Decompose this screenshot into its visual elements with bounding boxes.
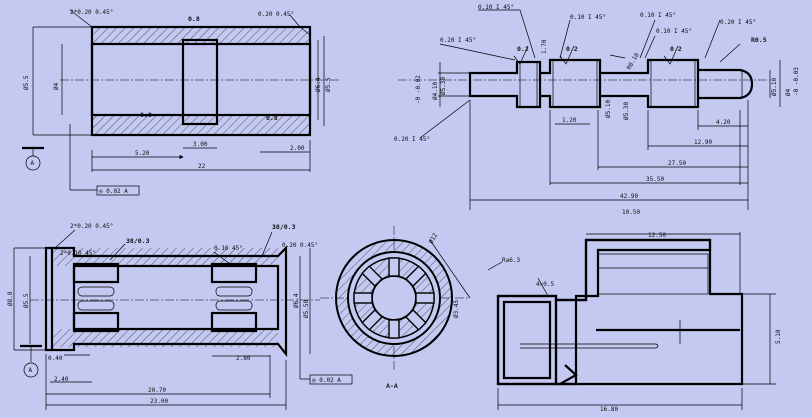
bushing-bore — [90, 42, 312, 117]
view-bottom-right-housing: Ra6.3 4×0.5 12.50 5.10 16.80 — [487, 232, 782, 413]
bl-roughness-2: 38/0.3 — [272, 223, 296, 231]
view-top-right-shaft: 0.10 I 45° 0.10 I 45° 0.10 I 45° 0.20 I … — [394, 4, 800, 216]
tolerance-frame-text: ◎ 0.02 A — [99, 188, 128, 195]
housing-dim-bottom: 16.80 — [600, 406, 618, 413]
len-b: 4.20 — [716, 119, 731, 126]
section-label: A-A — [386, 382, 398, 390]
chamfer-1: 0.10 I 45° — [478, 4, 514, 11]
tolerance-frame — [96, 185, 140, 196]
housing-note-2: 4×0.5 — [536, 281, 554, 288]
bl-dim-4: 23.00 — [150, 398, 168, 405]
sleeve-bore — [72, 264, 280, 331]
chamfer-2: 0.10 I 45° — [570, 14, 606, 21]
housing-outline — [496, 238, 744, 386]
tolerance-frame-2 — [309, 374, 353, 385]
len-e: 35.50 — [646, 176, 664, 183]
datum-label: A — [31, 160, 35, 167]
len-d: 27.50 — [668, 160, 686, 167]
bl-dim-3: 20.70 — [148, 387, 166, 394]
dim-dia-right-1: Ø6.4 — [315, 77, 322, 92]
section-slots — [353, 257, 435, 339]
len-partial: 10.50 — [622, 209, 640, 216]
chamfer-5: 0.10 I 45° — [656, 28, 692, 35]
roughness-right: 0.8 — [266, 114, 278, 122]
bl-label-b: 0.10 45° — [214, 245, 243, 252]
bl-dia-l2: Ø5.5 — [23, 293, 30, 308]
dia-a: Ø5.30 — [440, 77, 447, 95]
dim-dia-inner: Ø4 — [53, 82, 60, 90]
datum-circle — [25, 155, 41, 171]
len-c: 12.90 — [694, 139, 712, 146]
section-dia-2: Ø3.45 — [453, 300, 460, 318]
rough-2: 0.2 — [566, 45, 578, 53]
dim-len-2: 3.00 — [193, 141, 208, 148]
bl-chamfer-right: 0.20 0.45° — [282, 242, 318, 249]
dim-len-1: 5.20 — [135, 150, 150, 157]
dia-f: Ø5.10 — [771, 78, 778, 96]
dim-len-total: 22 — [198, 163, 206, 170]
chamfer-left-label: 2*0.20 0.45° — [70, 9, 113, 16]
tol-b: -0 -0.03 — [793, 67, 800, 96]
bl-roughness-1: 38/0.3 — [126, 237, 150, 245]
chamfer-right-label: 0.20 0.45° — [258, 11, 294, 18]
bl-dim-5: 0.40 — [48, 355, 63, 362]
datum-label-2: A — [29, 367, 33, 374]
bl-label-a: 2*0.10 45° — [60, 250, 96, 257]
tol-a: -0 -0.02 — [415, 75, 422, 104]
bl-dia-r1: Ø6.4 — [293, 293, 300, 308]
roughness-bottom: 0.8 — [140, 111, 152, 119]
housing-note: Ra6.3 — [502, 257, 520, 264]
dim-r: R0.10 — [626, 52, 641, 71]
bushing-groove — [181, 38, 219, 126]
datum-circle-2 — [23, 362, 39, 378]
chamfer-3: 0.10 I 45° — [640, 12, 676, 19]
rough-4: R0.5 — [751, 36, 767, 44]
len-a: 1.20 — [562, 117, 577, 124]
dia-b: Ø4.10 — [432, 82, 439, 100]
bl-dia-r3: Ø5.50 — [303, 300, 310, 318]
bl-dia-l1: Ø8.8 — [7, 291, 14, 306]
bl-dim-6: 2.80 — [236, 355, 251, 362]
dim-dia-right-2: Ø5.5 — [325, 77, 332, 92]
bl-dim-1: 2.40 — [54, 376, 69, 383]
view-bottom-left-sleeve: A ◎ 0.02 A 2*0.20 0.45° 2*0.10 45° 0.10 … — [7, 223, 353, 410]
dim-dia-left: Ø5.5 — [23, 75, 30, 90]
dia-c: Ø5.10 — [605, 100, 612, 118]
view-bottom-center-section: Ø12 Ø3.45 A-A — [320, 226, 471, 390]
dia-e: Ø5.30 — [623, 102, 630, 120]
bl-chamfer-left: 2*0.20 0.45° — [70, 223, 113, 230]
chamfer-7: 0.20 I 45° — [394, 136, 430, 143]
len-f: 42.90 — [620, 193, 638, 200]
dim-len-3: 2.00 — [290, 145, 305, 152]
rough-1: 0.2 — [517, 45, 529, 53]
housing-dim-top: 12.50 — [648, 232, 666, 239]
dia-g: Ø4 — [785, 88, 792, 96]
chamfer-6: 0.20 I 45° — [440, 37, 476, 44]
view-top-left-bushing: A ◎ 0.02 A 2*0.20 0.45° 0.20 0.45° 0.8 0… — [22, 9, 340, 196]
sleeve-outline — [44, 245, 288, 358]
roughness-top: 0.8 — [188, 15, 200, 23]
shaft-outline — [468, 60, 542, 109]
housing-dim-right: 5.10 — [775, 329, 782, 344]
tolerance-frame-2-text: ◎ 0.02 A — [312, 377, 341, 384]
dim-170: 1.70 — [541, 39, 548, 54]
rough-3: 0.2 — [670, 45, 682, 53]
chamfer-4: 0.20 I 45° — [720, 19, 756, 26]
section-dia: Ø12 — [428, 232, 440, 245]
bushing-wall-top — [92, 27, 310, 44]
